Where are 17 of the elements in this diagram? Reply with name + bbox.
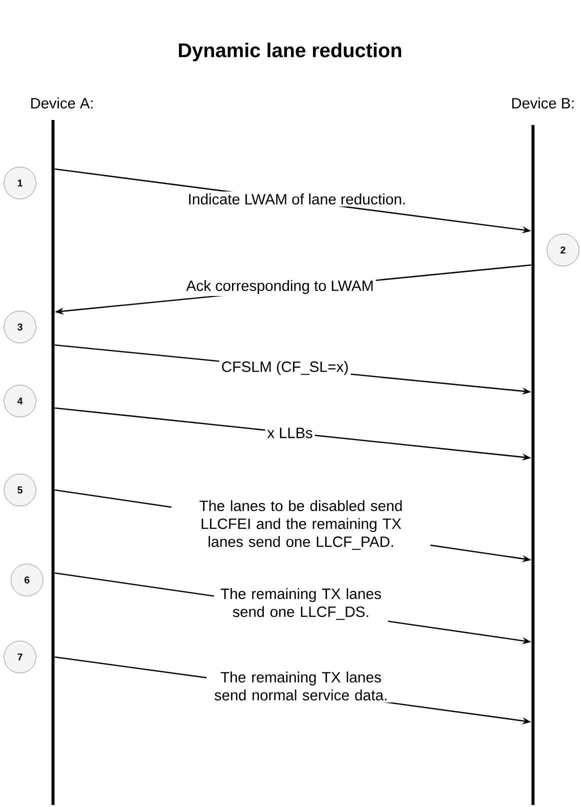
callout-number: 4 — [4, 384, 36, 418]
edge-label: x LLBs — [265, 426, 315, 440]
edge-label: CFSLM (CF_SL=x) — [219, 359, 351, 377]
callout-number: 5 — [4, 474, 36, 506]
edge-label: The lanes to be disabled send LLCFEI and the remaining TX lanes send one LLCF_PAD. — [172, 498, 430, 552]
callout-number: 6 — [10, 564, 44, 596]
title: Dynamic lane reduction — [178, 42, 402, 62]
edge-label: Ack corresponding to LWAM — [184, 278, 376, 296]
callout-number: 3 — [4, 310, 36, 344]
callout-number: 7 — [4, 640, 36, 674]
device-label: Device A: — [31, 98, 93, 108]
device-label: Device B: — [512, 98, 574, 108]
callout-number: 1 — [4, 166, 36, 200]
edge-label: The remaining TX lanes send normal service data. — [206, 670, 396, 702]
edge-label: The remaining TX lanes send one LLCF_DS. — [214, 586, 388, 622]
callout-number: 2 — [546, 234, 580, 266]
edge-label: Indicate LWAM of lane reduction. — [186, 192, 408, 206]
